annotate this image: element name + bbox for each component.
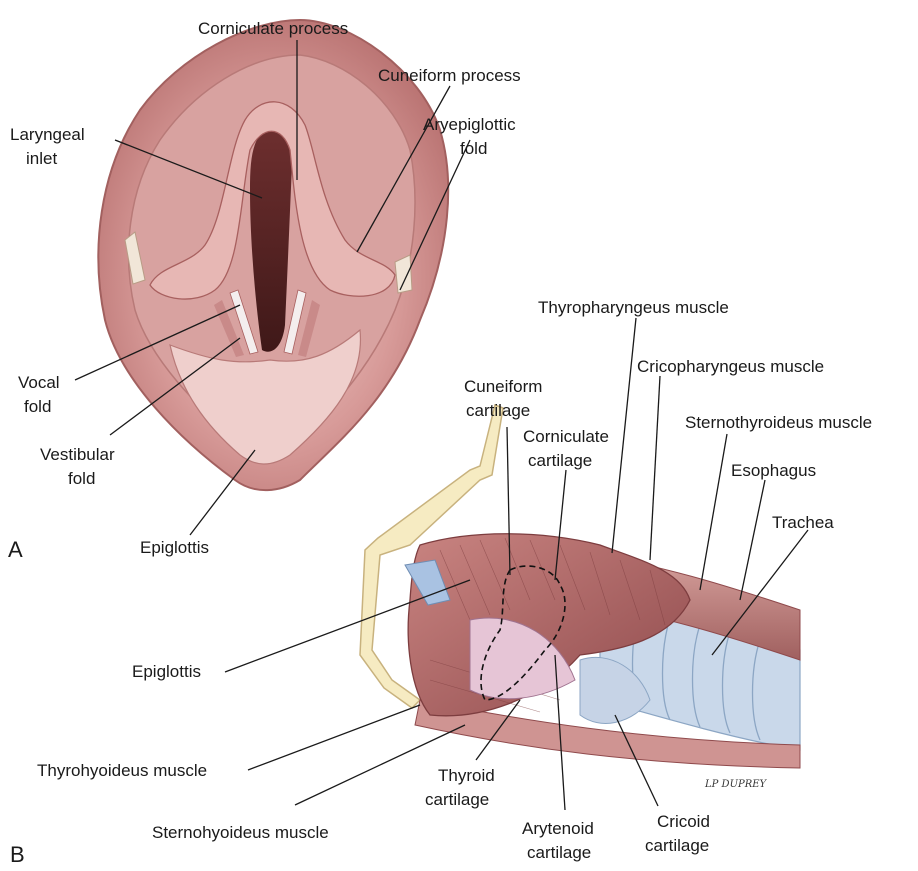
label-trachea: Trachea <box>772 513 834 532</box>
label-cuneiform-cartilage-line1: Cuneiform <box>464 377 542 396</box>
right-stub <box>395 255 412 293</box>
label-thyroid-cartilage-line1: Thyroid <box>438 766 495 785</box>
label-vocal-fold-line2: fold <box>24 397 51 416</box>
panel-a-illustration <box>98 20 448 490</box>
panel-letter-b: B <box>10 842 25 866</box>
label-corniculate-process: Corniculate process <box>198 19 348 38</box>
label-sternohyoideus: Sternohyoideus muscle <box>152 823 329 842</box>
panel-letter-a: A <box>8 537 23 562</box>
label-esophagus: Esophagus <box>731 461 816 480</box>
label-laryngeal-inlet-line1: Laryngeal <box>10 125 85 144</box>
label-aryepiglottic-fold-line1: Aryepiglottic <box>423 115 516 134</box>
label-corniculate-cartilage-line2: cartilage <box>528 451 592 470</box>
label-cricoid-cartilage-line2: cartilage <box>645 836 709 855</box>
label-epiglottis-a: Epiglottis <box>140 538 209 557</box>
label-thyropharyngeus: Thyropharyngeus muscle <box>538 298 729 317</box>
label-epiglottis-b: Epiglottis <box>132 662 201 681</box>
label-vestibular-fold-line1: Vestibular <box>40 445 115 464</box>
label-cricopharyngeus: Cricopharyngeus muscle <box>637 357 824 376</box>
label-cricoid-cartilage-line1: Cricoid <box>657 812 710 831</box>
label-cuneiform-process: Cuneiform process <box>378 66 521 85</box>
artist-signature: LP DUPREY <box>704 779 768 790</box>
label-vestibular-fold-line2: fold <box>68 469 95 488</box>
label-thyrohyoideus: Thyrohyoideus muscle <box>37 761 207 780</box>
label-arytenoid-cartilage-line2: cartilage <box>527 843 591 862</box>
label-arytenoid-cartilage-line1: Arytenoid <box>522 819 594 838</box>
label-sternothyroideus: Sternothyroideus muscle <box>685 413 872 432</box>
label-vocal-fold-line1: Vocal <box>18 373 60 392</box>
label-aryepiglottic-fold-line2: fold <box>460 139 487 158</box>
label-corniculate-cartilage-line1: Corniculate <box>523 427 609 446</box>
label-cuneiform-cartilage-line2: cartilage <box>466 401 530 420</box>
label-thyroid-cartilage-line2: cartilage <box>425 790 489 809</box>
label-laryngeal-inlet-line2: inlet <box>26 149 57 168</box>
